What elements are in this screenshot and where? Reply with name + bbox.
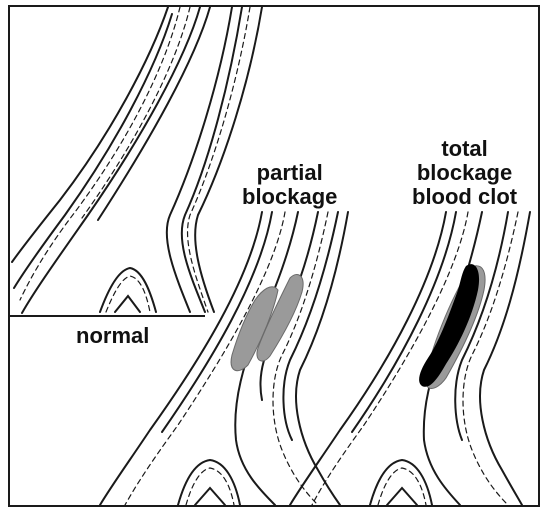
partial-label-line-2: blockage [242, 185, 337, 209]
partial-blockage-artery [100, 212, 348, 505]
normal-label-text: normal [76, 324, 149, 348]
normal-artery [12, 7, 262, 313]
partial-blockage-label: partial blockage [240, 161, 339, 209]
normal-label: normal [74, 324, 151, 348]
total-label-line-2: blockage [412, 161, 517, 185]
total-blockage-label: total blockage blood clot [410, 137, 519, 209]
total-label-line-1: total [412, 137, 517, 161]
partial-label-line-1: partial [242, 161, 337, 185]
total-blockage-artery [290, 212, 530, 505]
total-label-line-3: blood clot [412, 185, 517, 209]
